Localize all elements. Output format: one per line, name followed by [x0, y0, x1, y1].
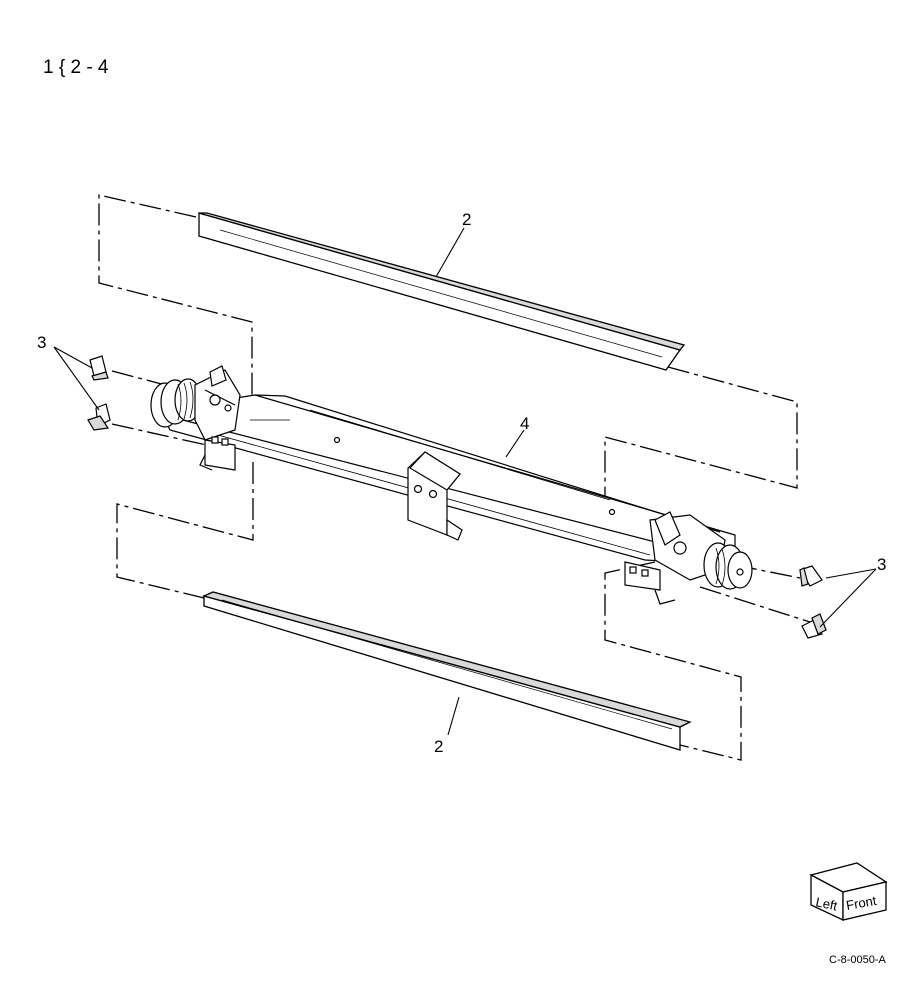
rail-assembly-part [150, 365, 753, 605]
callout-rail-assembly: 4 [520, 414, 529, 433]
figure-code: C-8-0050-A [829, 954, 886, 966]
callout-clips-right: 3 [877, 555, 886, 574]
clips-left-part [87, 355, 111, 431]
assembly-lines [98, 194, 811, 761]
orientation-cube: Left Front [809, 862, 888, 922]
callout-top-cover: 2 [462, 210, 471, 229]
top-cover-part [198, 212, 686, 371]
cube-front-label: Front [845, 893, 878, 913]
clips-right-part [799, 565, 827, 639]
page-reference: 1 { 2 - 4 [43, 57, 109, 78]
callout-clips-left: 3 [37, 333, 46, 352]
leader-lines [53, 227, 877, 736]
bottom-cover-part [202, 591, 692, 751]
cube-left-label: Left [814, 894, 839, 913]
callout-bottom-cover: 2 [434, 737, 443, 756]
